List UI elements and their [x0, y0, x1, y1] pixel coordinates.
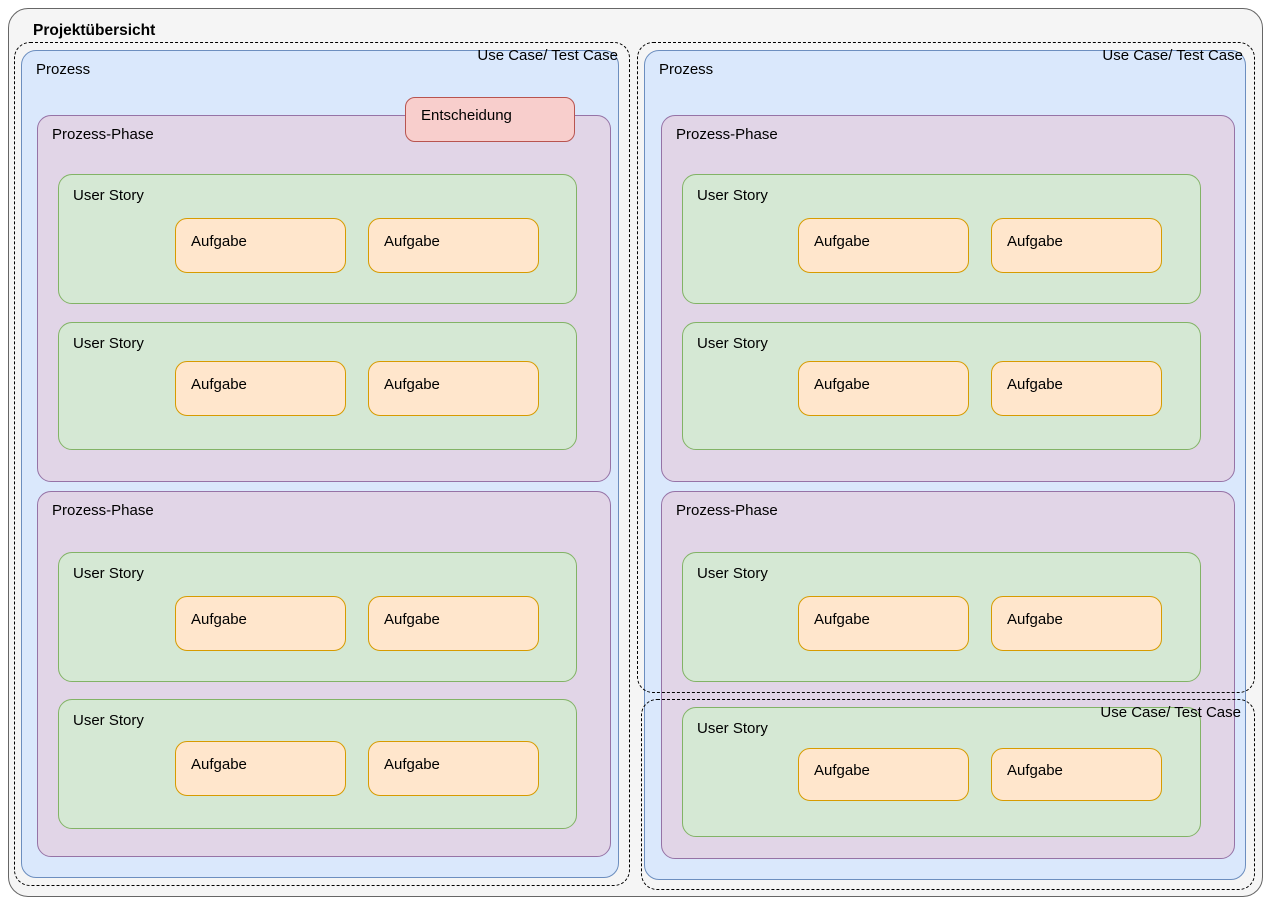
aufgabe-box: Aufgabe [798, 218, 969, 273]
user-story-label: User Story [73, 712, 144, 729]
user-story-label: User Story [73, 335, 144, 352]
prozess-box-left: Prozess Prozess-Phase User Story Aufgabe… [21, 50, 619, 878]
aufgabe-box: Aufgabe [991, 361, 1162, 416]
prozess-label: Prozess [659, 61, 714, 78]
aufgabe-box: Aufgabe [991, 748, 1162, 801]
aufgabe-box: Aufgabe [798, 596, 969, 651]
prozess-phase-label: Prozess-Phase [676, 502, 778, 519]
aufgabe-box: Aufgabe [175, 361, 346, 416]
prozess-phase-box: Prozess-Phase User Story Aufgabe Aufgabe… [37, 115, 611, 482]
aufgabe-box: Aufgabe [175, 218, 346, 273]
user-story-label: User Story [697, 720, 768, 737]
entscheidung-box: Entscheidung [405, 97, 575, 142]
prozess-phase-label: Prozess-Phase [676, 126, 778, 143]
user-story-box: User Story Aufgabe Aufgabe [58, 174, 577, 304]
user-story-box: User Story Aufgabe Aufgabe [682, 174, 1201, 304]
user-story-box: User Story Aufgabe Aufgabe [58, 322, 577, 450]
user-story-box: User Story Aufgabe Aufgabe [682, 552, 1201, 682]
user-story-label: User Story [73, 187, 144, 204]
aufgabe-box: Aufgabe [175, 596, 346, 651]
prozess-phase-label: Prozess-Phase [52, 126, 154, 143]
aufgabe-box: Aufgabe [368, 596, 539, 651]
user-story-label: User Story [697, 187, 768, 204]
aufgabe-box: Aufgabe [991, 218, 1162, 273]
prozess-phase-box: Prozess-Phase User Story Aufgabe Aufgabe… [37, 491, 611, 857]
user-story-box: User Story Aufgabe Aufgabe [58, 699, 577, 829]
prozess-phase-box: Prozess-Phase User Story Aufgabe Aufgabe… [661, 115, 1235, 482]
user-story-label: User Story [697, 335, 768, 352]
prozess-phase-box: Prozess-Phase User Story Aufgabe Aufgabe… [661, 491, 1235, 859]
aufgabe-box: Aufgabe [368, 218, 539, 273]
aufgabe-box: Aufgabe [368, 741, 539, 796]
aufgabe-box: Aufgabe [368, 361, 539, 416]
project-overview-title: Projektübersicht [33, 22, 156, 39]
prozess-label: Prozess [36, 61, 91, 78]
user-story-box: User Story Aufgabe Aufgabe [58, 552, 577, 682]
user-story-label: User Story [73, 565, 144, 582]
aufgabe-box: Aufgabe [798, 748, 969, 801]
aufgabe-box: Aufgabe [798, 361, 969, 416]
aufgabe-box: Aufgabe [991, 596, 1162, 651]
prozess-box-right: Prozess Prozess-Phase User Story Aufgabe… [644, 50, 1246, 880]
prozess-phase-label: Prozess-Phase [52, 502, 154, 519]
user-story-box: User Story Aufgabe Aufgabe [682, 707, 1201, 837]
user-story-box: User Story Aufgabe Aufgabe [682, 322, 1201, 450]
aufgabe-box: Aufgabe [175, 741, 346, 796]
user-story-label: User Story [697, 565, 768, 582]
